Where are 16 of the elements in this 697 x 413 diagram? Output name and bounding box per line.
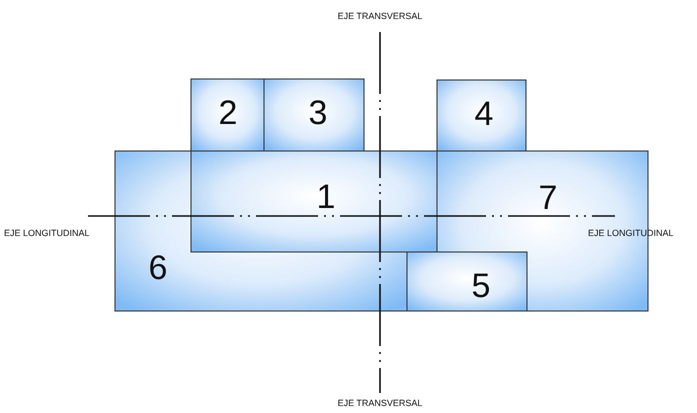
- axis-label: EJE LONGITUDINAL: [4, 229, 90, 238]
- room-area: [407, 252, 527, 311]
- room-area: [115, 151, 407, 311]
- room-number: 1: [316, 180, 336, 214]
- room-area: [437, 80, 526, 151]
- room-number: 2: [218, 96, 238, 130]
- room-number: 6: [148, 251, 168, 285]
- room-number: 7: [538, 181, 558, 215]
- axis-label: EJE TRANSVERSAL: [338, 12, 422, 21]
- room-number: 3: [308, 96, 328, 130]
- axis-label: EJE TRANSVERSAL: [338, 399, 422, 408]
- room-area: [191, 151, 437, 252]
- room-area: [264, 79, 364, 151]
- room-number: 5: [472, 269, 490, 303]
- room-area: [191, 79, 264, 151]
- room-number: 4: [474, 97, 494, 131]
